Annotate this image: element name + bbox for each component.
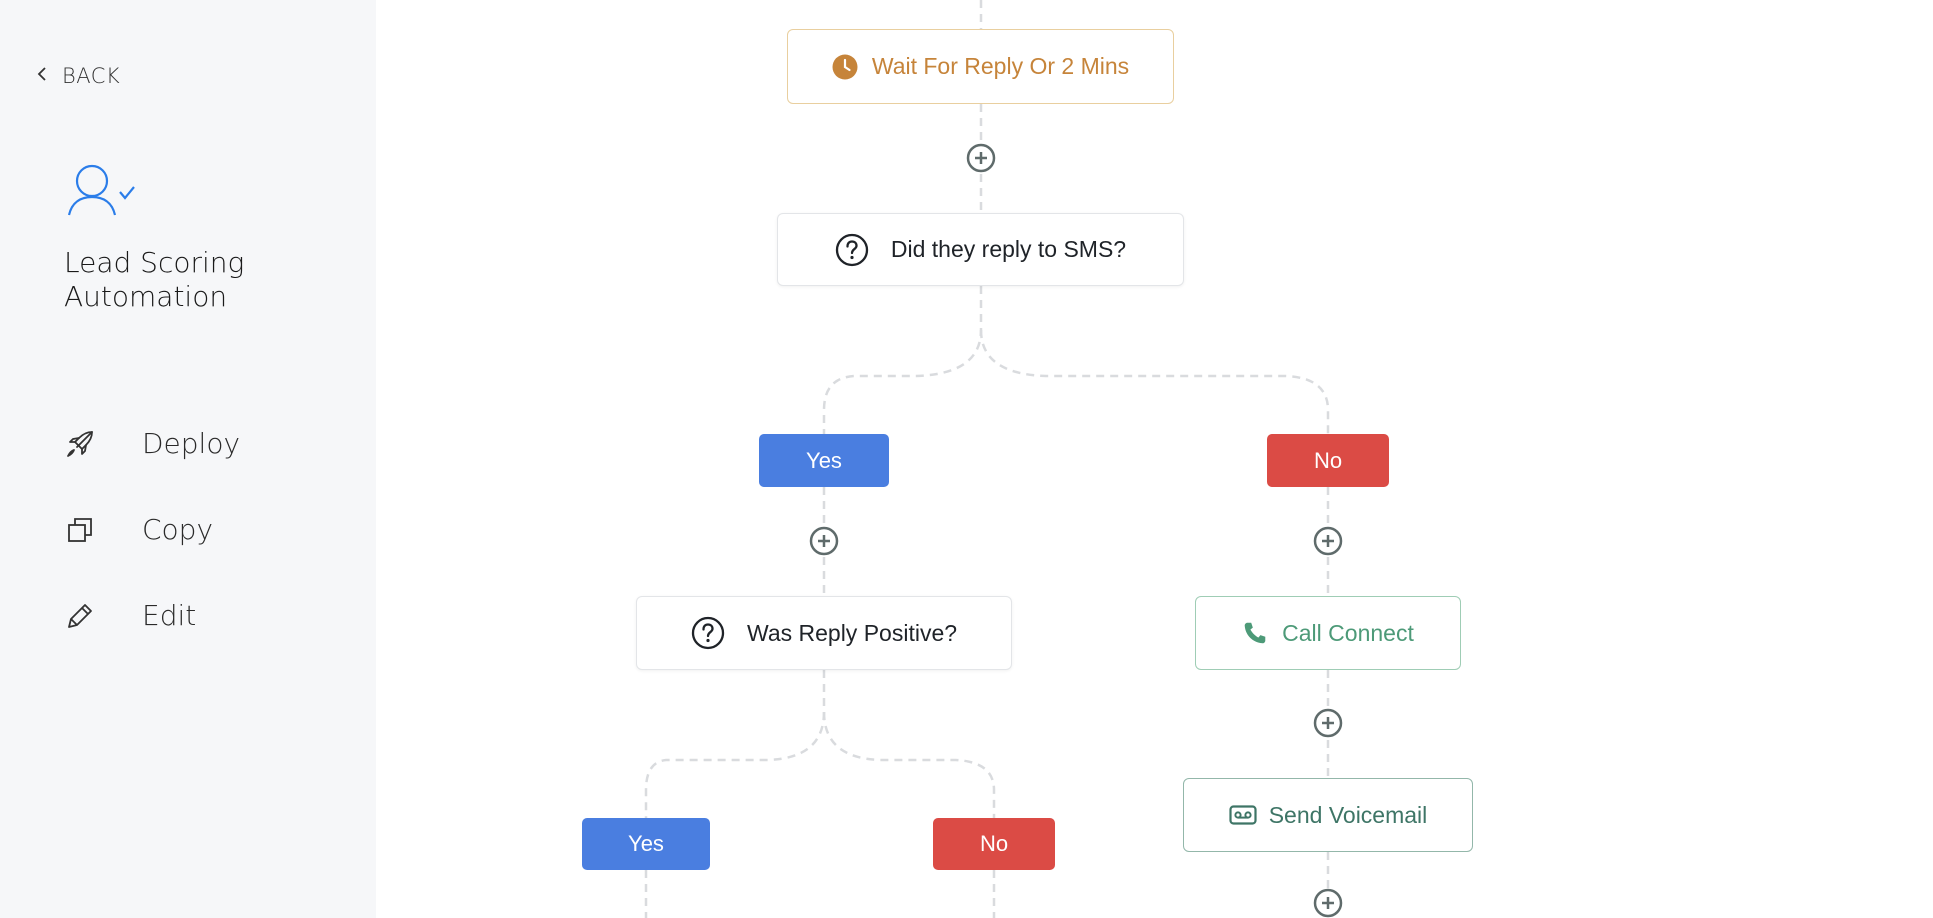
deploy-label: Deploy <box>142 427 241 460</box>
send-voicemail-label: Send Voicemail <box>1268 801 1428 828</box>
positive-reply-condition-node[interactable]: Was Reply Positive? <box>636 596 1012 670</box>
voicemail-icon <box>1229 805 1257 825</box>
title-line-2: Automation <box>64 280 228 313</box>
wait-step-label: Wait For Reply Or 2 Mins <box>871 53 1130 79</box>
edit-label: Edit <box>142 599 197 632</box>
add-step-button[interactable] <box>966 143 996 173</box>
back-label: BACK <box>62 64 121 88</box>
no-branch-label: No <box>1313 447 1343 473</box>
add-step-button-voicemail[interactable] <box>1313 888 1343 918</box>
sms-reply-question: Did they reply to SMS? <box>890 236 1127 262</box>
user-check-icon <box>66 162 138 223</box>
sms-reply-condition-node[interactable]: Did they reply to SMS? <box>777 213 1184 286</box>
add-step-button-no[interactable] <box>1313 526 1343 556</box>
copy-icon <box>64 514 96 546</box>
clock-icon <box>832 54 858 80</box>
workflow-canvas: Wait For Reply Or 2 Mins Did they reply … <box>376 0 1933 918</box>
wait-step-node[interactable]: Wait For Reply Or 2 Mins <box>787 29 1174 104</box>
add-step-button-yes[interactable] <box>809 526 839 556</box>
sidebar: BACK Lead Scoring Automation Deploy <box>0 0 376 918</box>
question-circle-icon <box>691 616 725 650</box>
back-button[interactable]: BACK <box>36 64 120 88</box>
title-line-1: Lead Scoring <box>64 246 245 279</box>
no-branch-button-2[interactable]: No <box>933 818 1055 870</box>
deploy-button[interactable]: Deploy <box>64 427 240 460</box>
call-connect-label: Call Connect <box>1282 619 1414 646</box>
yes-branch-button[interactable]: Yes <box>759 434 889 487</box>
pencil-icon <box>64 600 96 632</box>
edit-button[interactable]: Edit <box>64 599 196 632</box>
yes-branch-button-2[interactable]: Yes <box>582 818 710 870</box>
call-connect-node[interactable]: Call Connect <box>1195 596 1461 670</box>
positive-reply-question: Was Reply Positive? <box>746 619 958 646</box>
yes-branch-label: Yes <box>806 447 842 473</box>
yes-branch-label-2: Yes <box>628 831 664 856</box>
send-voicemail-node[interactable]: Send Voicemail <box>1183 778 1473 852</box>
automation-title: Lead Scoring Automation <box>64 246 244 314</box>
add-step-button-call[interactable] <box>1313 708 1343 738</box>
no-branch-label-2: No <box>979 831 1009 856</box>
copy-label: Copy <box>142 513 214 546</box>
question-circle-icon <box>835 233 869 267</box>
no-branch-button[interactable]: No <box>1267 434 1389 487</box>
connector-lines <box>644 0 1330 918</box>
rocket-icon <box>64 428 96 460</box>
chevron-left-icon <box>36 66 48 87</box>
copy-button[interactable]: Copy <box>64 513 213 546</box>
phone-icon <box>1242 620 1268 646</box>
